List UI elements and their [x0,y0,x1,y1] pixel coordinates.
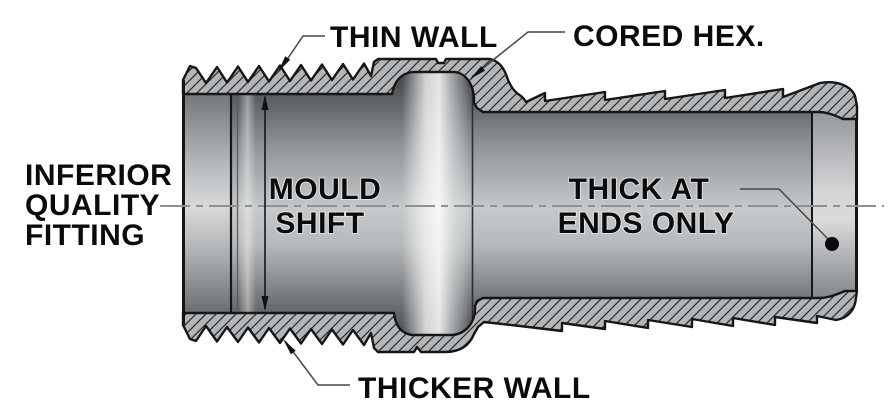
label-thin-wall: THIN WALL [330,21,498,54]
section-bottom-wall [181,289,859,354]
dimension-arrow-up-icon [261,95,269,110]
indicator-dot-thick-ends [825,237,839,251]
labels: INFERIOR QUALITY FITTING THIN WALL CORED… [25,20,765,405]
left-end-face [184,94,239,312]
leader-arrowhead-cored-hex-icon [470,66,486,79]
section-top-wall [181,57,859,121]
label-inferior: INFERIOR [25,159,172,192]
label-thick-at: THICK AT [569,173,710,206]
bore-interior [231,73,812,335]
top-wall-hatch [181,57,859,121]
bottom-wall-hatch [181,289,859,354]
leader-thick-at-ends [740,188,830,241]
label-quality: QUALITY [25,189,160,222]
label-shift: SHIFT [275,207,364,240]
end-wall-band [812,106,857,298]
label-fitting: FITTING [25,219,145,252]
leader-arrowhead-thicker-wall-icon [283,339,296,355]
label-mould: MOULD [269,173,381,206]
right-end-wall [811,106,858,298]
cored-hex-highlight [402,73,470,335]
dimension-mould-shift [261,95,269,311]
leader-cored-hex [471,31,565,78]
label-thicker-wall: THICKER WALL [358,372,591,405]
label-ends-only: ENDS ONLY [558,207,735,240]
end-face-band [184,94,231,312]
leader-thicker-wall [284,340,350,386]
label-cored-hex: CORED HEX. [573,20,765,53]
dimension-arrow-down-icon [261,296,269,311]
leader-thin-wall [279,35,325,71]
bore-highlight [239,94,256,312]
bore-shading [231,73,812,335]
leader-arrowhead-thin-wall-icon [278,56,291,72]
